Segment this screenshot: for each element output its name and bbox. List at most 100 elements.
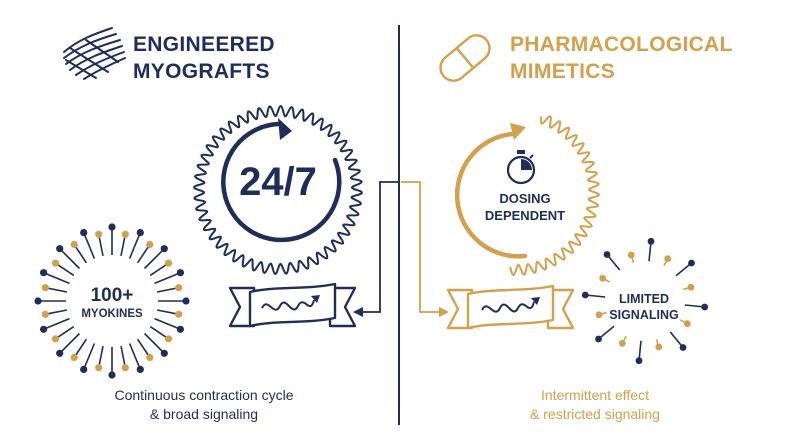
signal-ray — [82, 343, 96, 370]
signal-ray — [73, 338, 88, 358]
signal-ray — [128, 343, 142, 370]
signal-node — [679, 344, 687, 351]
signal-ray — [43, 271, 70, 285]
signal-ray — [82, 232, 96, 259]
signal-node — [635, 357, 643, 365]
signal-node — [70, 353, 78, 362]
dosing-wave-arc — [509, 115, 601, 277]
center-connector-left-arrowhead — [353, 307, 363, 317]
signal-node — [80, 365, 88, 373]
signal-node — [595, 311, 603, 319]
signal-ray — [149, 262, 169, 277]
signal-ray — [156, 309, 179, 316]
signal-node — [56, 245, 64, 253]
left-title-line1: ENGINEERED — [133, 33, 275, 56]
dosing-label-line2: DEPENDENT — [484, 208, 566, 223]
signal-node — [34, 297, 42, 305]
signal-ray — [59, 248, 81, 270]
center-connector-right-arrowhead — [439, 307, 449, 317]
signal-ribbon-right — [446, 284, 575, 330]
left-caption-line2: & broad signaling — [149, 406, 259, 422]
right-caption-line1: Intermittent effect — [541, 387, 649, 403]
signal-ray — [59, 332, 81, 354]
signal-node — [70, 240, 78, 249]
right-title-line1: PHARMACOLOGICAL — [510, 33, 733, 56]
muscle-fiber-icon — [63, 27, 126, 80]
wave-arrow-icon — [261, 295, 320, 311]
contraction-wave-ring — [193, 105, 363, 275]
center-connector-left — [362, 181, 398, 313]
left-caption-line1: Continuous contraction cycle — [114, 387, 294, 403]
signal-node — [136, 365, 144, 373]
signal-ray — [120, 345, 127, 368]
signal-node — [581, 291, 589, 299]
right-title-line2: MIMETICS — [510, 60, 616, 83]
signal-ray — [73, 244, 88, 264]
signal-node — [647, 237, 655, 245]
signal-ray — [97, 345, 104, 368]
signal-node — [688, 259, 695, 267]
limited-signal-burst — [581, 237, 709, 365]
signal-ray — [154, 271, 181, 285]
myokine-burst — [34, 223, 190, 379]
limited-signaling-label: LIMITED SIGNALING — [588, 291, 700, 323]
signal-node — [121, 364, 129, 372]
signal-ray — [55, 325, 75, 340]
signal-node — [664, 255, 672, 263]
signal-node — [595, 335, 602, 343]
signal-node — [51, 335, 60, 343]
signal-node — [108, 371, 116, 379]
cycle-arc — [221, 121, 342, 243]
signal-node — [160, 245, 168, 253]
right-caption-line2: & restricted signaling — [530, 406, 660, 422]
signal-ray — [154, 317, 181, 331]
signal-node — [164, 259, 173, 267]
signal-ray — [45, 286, 68, 293]
signal-node — [160, 349, 168, 357]
signal-ray — [97, 234, 104, 257]
signal-node — [164, 335, 173, 343]
signal-node — [655, 343, 663, 351]
signal-node — [603, 251, 611, 258]
signal-ray — [149, 325, 169, 340]
signal-ray — [136, 244, 151, 264]
signal-node — [136, 229, 144, 237]
signal-node — [108, 223, 116, 231]
signal-node — [40, 325, 48, 333]
signal-node — [175, 284, 183, 292]
signal-ribbon-left — [228, 282, 357, 328]
signal-node — [701, 303, 709, 311]
dosing-arrowhead — [510, 123, 526, 140]
left-title: ENGINEERED MYOGRAFTS — [133, 31, 275, 85]
wave-arrow-icon — [481, 297, 540, 313]
signal-node — [56, 349, 64, 357]
signal-ray — [55, 262, 75, 277]
signal-node — [599, 274, 607, 282]
signal-ray — [45, 309, 68, 316]
stopwatch-icon — [506, 150, 536, 185]
capsule-icon — [439, 34, 491, 82]
signal-node — [176, 325, 184, 333]
myokine-count: 100+ — [90, 285, 134, 306]
signal-node — [41, 284, 49, 292]
signal-node — [41, 310, 49, 318]
signal-node — [95, 364, 103, 372]
myokine-label: 100+ MYOKINES — [66, 285, 158, 322]
cycle-label: 24/7 — [239, 160, 317, 204]
right-caption: Intermittent effect & restricted signali… — [465, 386, 725, 424]
signal-node — [618, 339, 626, 347]
signal-node — [175, 310, 183, 318]
limited-line2: SIGNALING — [609, 308, 679, 322]
signal-node — [80, 229, 88, 237]
signal-node — [683, 320, 691, 328]
signal-ray — [128, 232, 142, 259]
signal-node — [121, 230, 129, 238]
left-title-line2: MYOGRAFTS — [133, 60, 270, 83]
signal-node — [687, 283, 695, 291]
myokine-text: MYOKINES — [81, 308, 143, 320]
signal-ray — [156, 286, 179, 293]
left-caption: Continuous contraction cycle & broad sig… — [74, 386, 334, 424]
signal-ray — [43, 317, 70, 331]
